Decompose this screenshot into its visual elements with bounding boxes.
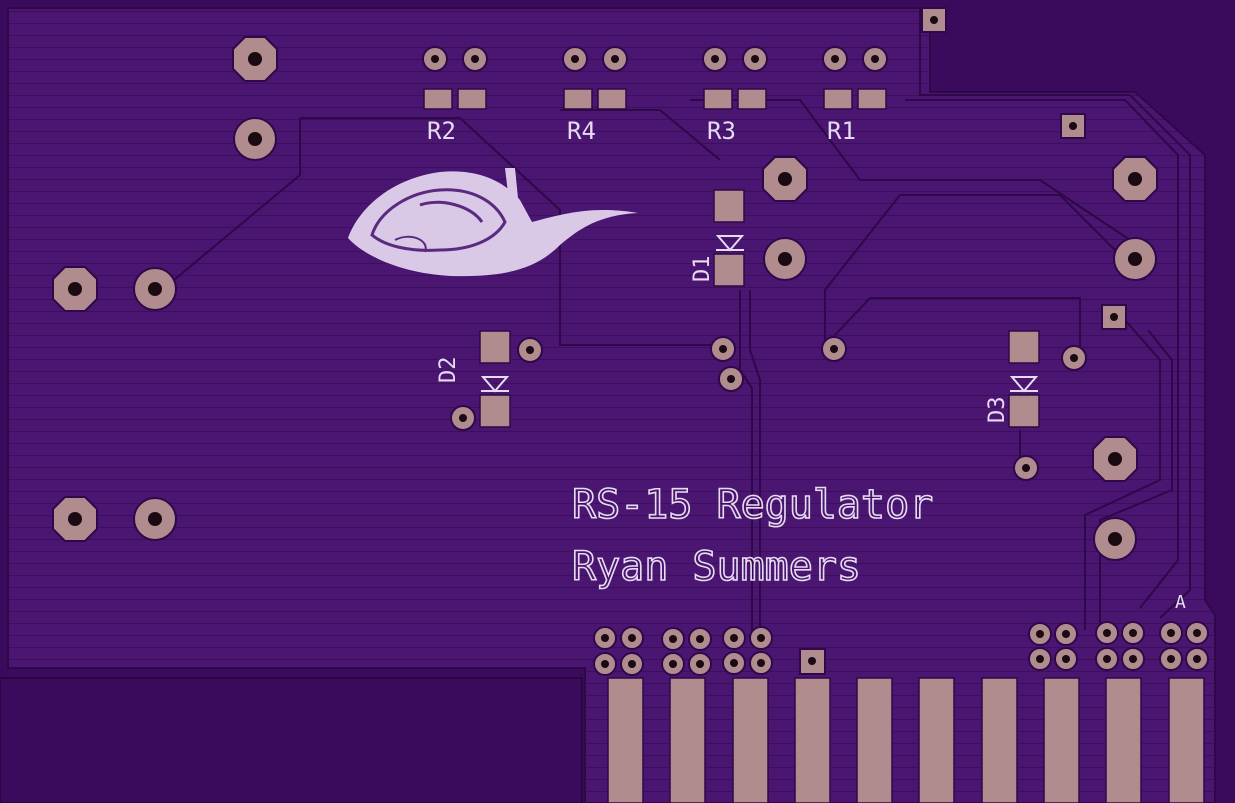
label-d2: D2: [436, 357, 461, 384]
label-r3: R3: [707, 117, 736, 145]
via-cluster-drills: [601, 629, 1201, 668]
label-r2: R2: [427, 117, 456, 145]
board-title: RS-15 Regulator: [572, 482, 933, 528]
label-r1: R1: [827, 117, 856, 145]
diode-symbols: [480, 235, 1039, 393]
board-cutout: [0, 677, 583, 803]
label-d1: D1: [690, 256, 715, 283]
copper-pour: [7, 7, 1216, 803]
label-d3: D3: [985, 397, 1010, 424]
vias: [422, 7, 1127, 675]
edge-connector: [607, 677, 1205, 803]
through-hole-drills: [68, 52, 1142, 546]
snail-logo-icon: [348, 168, 638, 277]
smd-pads: [423, 88, 1040, 428]
board-author: Ryan Summers: [572, 544, 861, 590]
label-r4: R4: [567, 117, 596, 145]
via-drills: [431, 16, 1118, 665]
label-pin-a: A: [1175, 592, 1186, 613]
